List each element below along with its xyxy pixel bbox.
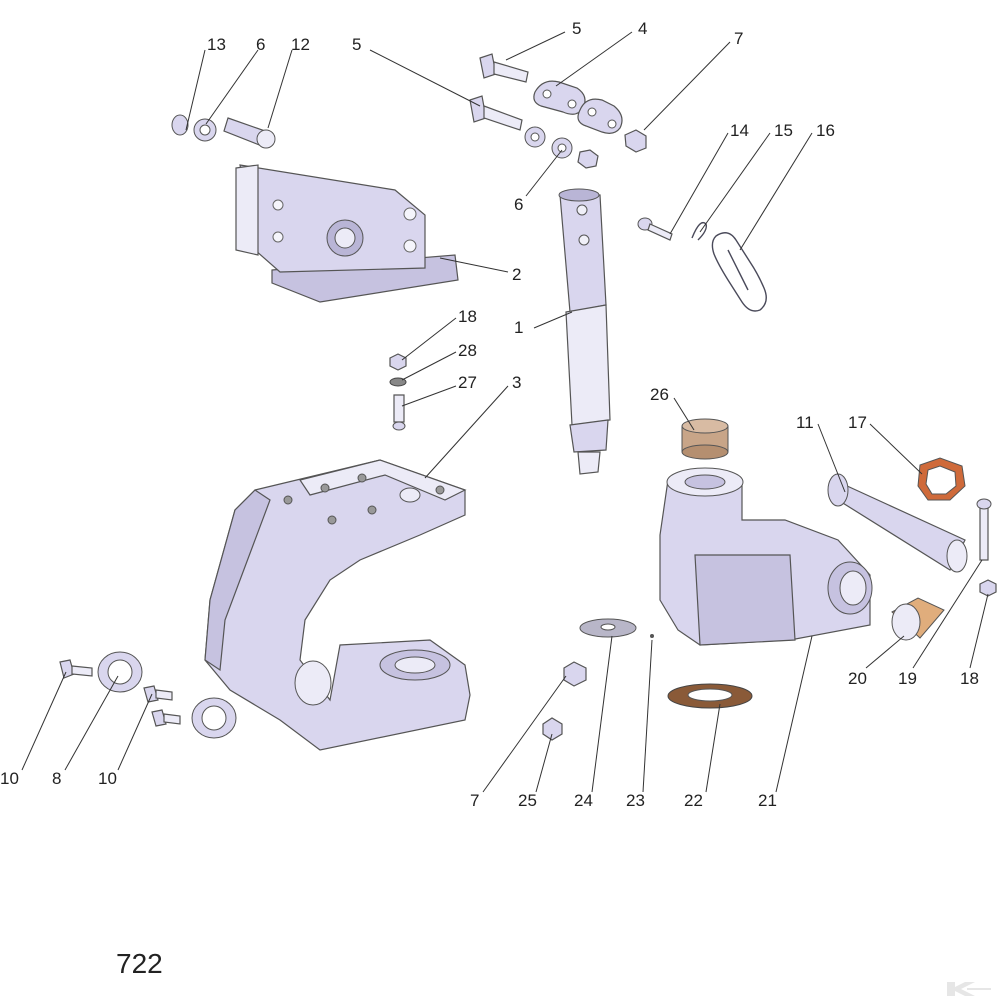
callout-1: 1 — [514, 318, 523, 337]
leader-15 — [699, 132, 771, 233]
part-18-nut-left — [389, 353, 407, 371]
part-8-collar-a — [97, 651, 143, 693]
leader-18a — [401, 317, 457, 361]
part-7-nut-lower — [563, 661, 587, 687]
callout-19: 19 — [898, 669, 917, 688]
part-6-washers-mid — [524, 126, 647, 169]
callout-21: 21 — [758, 791, 777, 810]
leader-25 — [535, 733, 553, 793]
leader-6b — [525, 149, 563, 197]
part-17-washer — [917, 457, 966, 501]
leader-8 — [64, 675, 119, 771]
callout-6: 6 — [514, 195, 523, 214]
leader-18b — [969, 593, 989, 669]
leader-21 — [775, 635, 813, 793]
callout-5: 5 — [352, 35, 361, 54]
callout-26: 26 — [650, 385, 669, 404]
brand-logo-icon — [945, 980, 993, 1003]
part-10-bolt-b — [143, 685, 181, 727]
callout-7: 7 — [734, 29, 743, 48]
leader-22 — [705, 703, 721, 793]
leader-19 — [912, 559, 983, 669]
part-2-bracket — [235, 164, 459, 303]
drawing-code: 722 — [116, 948, 163, 979]
callout-17: 17 — [848, 413, 867, 432]
callout-27: 27 — [458, 373, 477, 392]
leader-1 — [533, 311, 573, 329]
part-6-washer-left — [193, 118, 217, 142]
part-19-bolt — [976, 498, 992, 561]
part-1-shaft — [558, 188, 611, 475]
leader-13 — [185, 49, 206, 131]
leader-16 — [739, 132, 813, 251]
part-5-bolt-lower — [469, 95, 523, 131]
part-3-frame — [204, 459, 471, 751]
callout-15: 15 — [774, 121, 793, 140]
callout-10: 10 — [98, 769, 117, 788]
callout-12: 12 — [291, 35, 310, 54]
callout-20: 20 — [848, 669, 867, 688]
leader-26 — [673, 397, 695, 431]
callout-4: 4 — [638, 19, 647, 38]
part-22-washer — [667, 683, 753, 709]
callout-labels: 13 6 12 5 4 7 5 6 14 15 16 2 1 18 28 27 … — [0, 19, 979, 810]
part-12-pin — [223, 117, 276, 149]
leader-5a — [505, 31, 566, 61]
callout-2: 2 — [512, 265, 521, 284]
part-16-chain — [711, 232, 767, 312]
part-25-nut — [542, 717, 563, 741]
callout-7: 7 — [470, 791, 479, 810]
part-24-washer — [579, 618, 637, 638]
callout-11: 11 — [796, 413, 814, 432]
part-13-clip — [171, 114, 189, 136]
part-4-link-plates — [533, 80, 623, 134]
callout-22: 22 — [684, 791, 703, 810]
leader-20 — [865, 635, 905, 669]
leader-lines — [21, 31, 989, 793]
part-10-bolt-a — [59, 659, 93, 679]
callout-13: 13 — [207, 35, 226, 54]
leader-2 — [439, 257, 509, 273]
part-8-collar-b — [191, 697, 237, 739]
part-26-bushing — [681, 418, 729, 460]
callout-18: 18 — [960, 669, 979, 688]
part-23-pin — [650, 634, 654, 638]
leader-11 — [817, 423, 846, 493]
callout-24: 24 — [574, 791, 593, 810]
part-11-pin — [827, 473, 968, 573]
callout-23: 23 — [626, 791, 645, 810]
leader-5b — [369, 49, 481, 107]
callout-10: 10 — [0, 769, 19, 788]
callout-16: 16 — [816, 121, 835, 140]
leader-7a — [643, 41, 731, 131]
callout-18: 18 — [458, 307, 477, 326]
leader-12 — [267, 49, 293, 129]
leader-6a — [205, 49, 259, 125]
callout-5: 5 — [572, 19, 581, 38]
leader-10b — [117, 693, 153, 771]
leader-7b — [482, 675, 567, 793]
callout-3: 3 — [512, 373, 521, 392]
part-5-bolt-upper — [479, 53, 529, 83]
callout-28: 28 — [458, 341, 477, 360]
leader-28 — [401, 351, 457, 381]
callout-14: 14 — [730, 121, 749, 140]
leader-17 — [869, 423, 923, 475]
callout-8: 8 — [52, 769, 61, 788]
callout-25: 25 — [518, 791, 537, 810]
leader-27 — [401, 385, 457, 407]
leader-24 — [591, 635, 613, 793]
leader-3 — [424, 385, 509, 479]
leader-14 — [669, 132, 729, 235]
part-27-bolt — [392, 394, 406, 431]
leader-4 — [555, 31, 633, 87]
part-20-bushing — [891, 597, 945, 641]
part-21-swivel-arm — [659, 467, 873, 646]
part-18-nut-right — [979, 579, 997, 597]
callout-6: 6 — [256, 35, 265, 54]
part-14-pin — [637, 217, 673, 241]
leader-23 — [642, 639, 653, 793]
leader-10a — [21, 671, 67, 771]
